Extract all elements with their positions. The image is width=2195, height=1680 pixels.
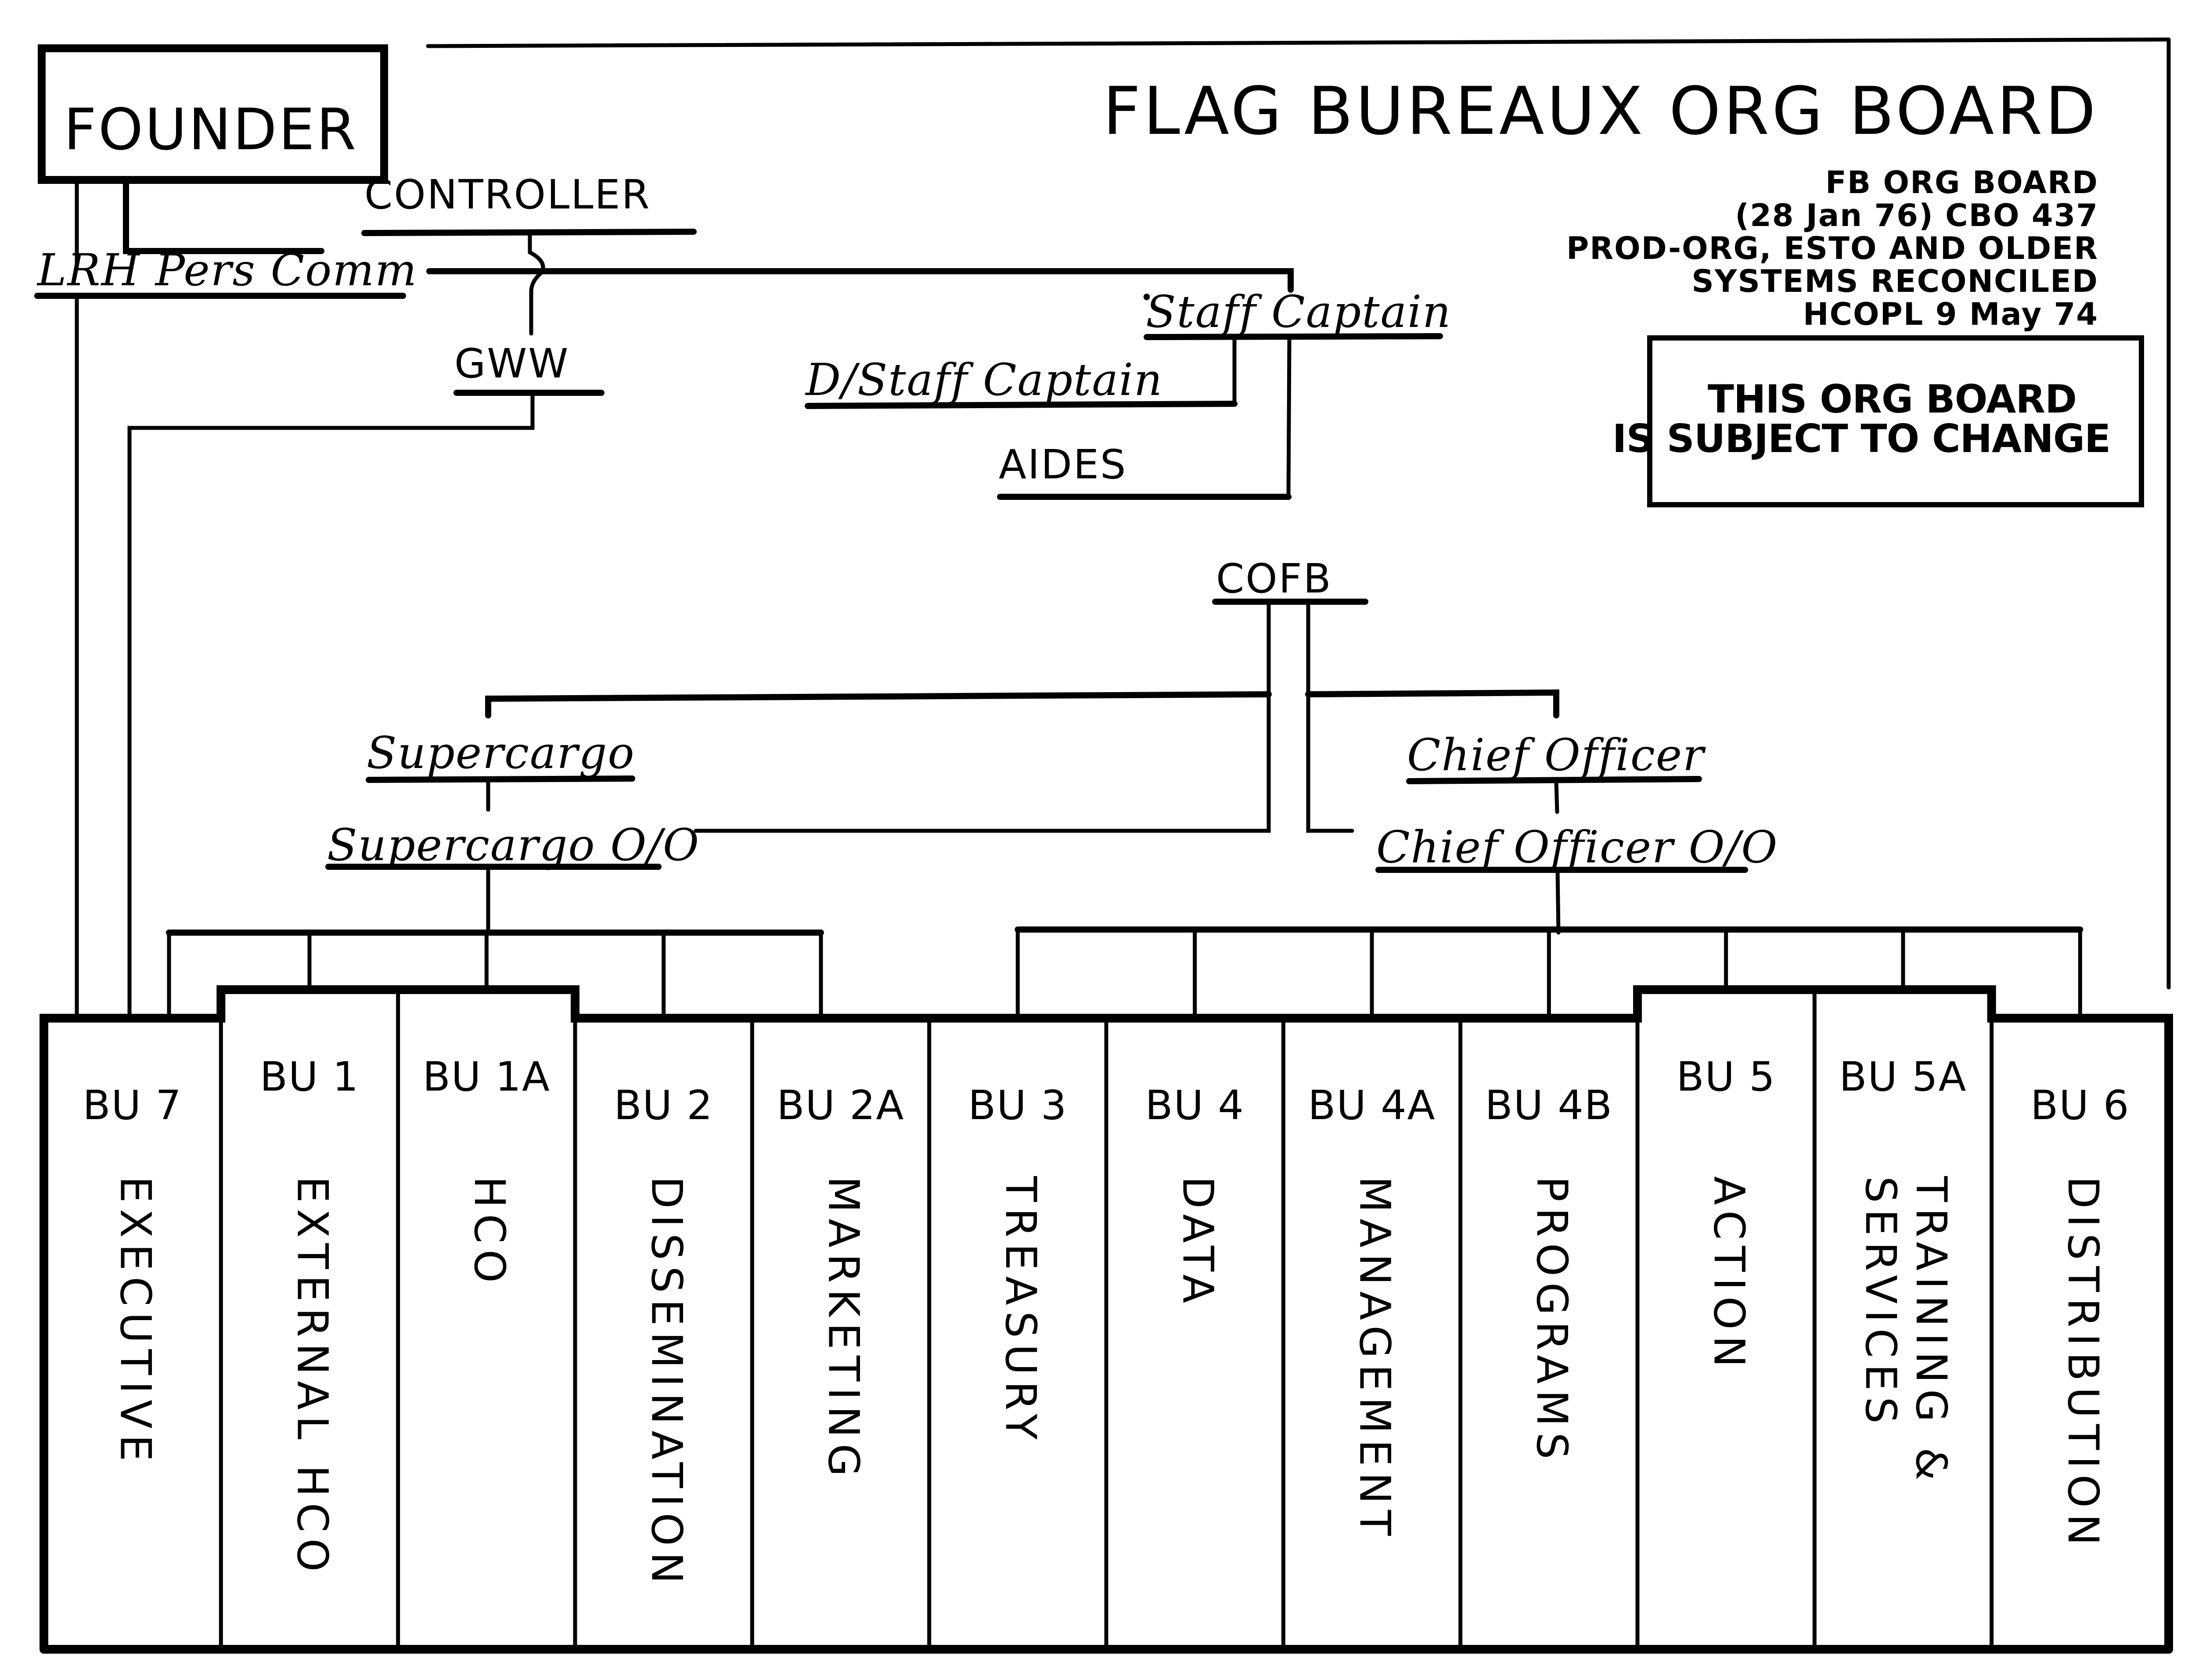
subtitle-line-1: FB ORG BOARD (1825, 165, 2098, 201)
gww-label: GWW (454, 340, 569, 387)
staff-captain-label: Staff Captain (1146, 286, 1451, 337)
bureau-name: SERVICES (1856, 1176, 1905, 1430)
division-bus-bars (166, 926, 2083, 1020)
bureau-code: BU 3 (968, 1082, 1067, 1129)
bureau-column[interactable]: BU 4A MANAGEMENT (1281, 1016, 1436, 1651)
notice-line-1: THIS ORG BOARD (1708, 377, 2076, 422)
bureau-code: BU 1A (423, 1053, 551, 1100)
bureau-code: BU 4A (1308, 1082, 1436, 1129)
supercargo-oo-label: Supercargo O/O (327, 819, 700, 871)
bureau-column[interactable]: BU 1A HCO (396, 987, 551, 1651)
supercargo-label: Supercargo (367, 727, 635, 779)
chief-officer-oo-label: Chief Officer O/O (1376, 822, 1778, 873)
outer-frame (426, 37, 2171, 990)
bureau-name: DATA (1173, 1176, 1222, 1309)
supercargo-underline (366, 775, 635, 783)
bureau-column[interactable]: BU 2 DISSEMINATION (573, 987, 713, 1651)
bureau-name: EXECUTIVE (111, 1176, 160, 1468)
bureau-code: BU 5A (1839, 1053, 1967, 1100)
chief-officer-underline (1406, 776, 1702, 784)
cofb-to-chief-officer-oo-line (1306, 600, 1354, 833)
d-staff-captain-underline (805, 401, 1238, 409)
founder-to-controller-line (123, 178, 324, 254)
founder-post[interactable]: FOUNDER (38, 44, 388, 184)
bureau-column[interactable]: BU 2A MARKETING (750, 1016, 904, 1651)
notice-frame (1647, 335, 2144, 507)
bureau-column[interactable]: BU 3 TREASURY (927, 1016, 1068, 1651)
bureau-column[interactable]: BU 5 ACTION (1635, 987, 1776, 1651)
controller-gww-connector (528, 231, 545, 336)
aides-post[interactable]: AIDES (997, 441, 1292, 500)
subtitle-line-3: PROD-ORG, ESTO AND OLDER (1566, 230, 2098, 266)
bureau-name: MANAGEMENT (1350, 1176, 1400, 1542)
frame-top-edge (426, 37, 2171, 48)
bureau-name: DISSEMINATION (642, 1176, 691, 1590)
cofb-connectors (485, 600, 1559, 833)
lrh-pers-comm-label: LRH Pers Comm (36, 244, 417, 296)
bureau-name: HCO (465, 1176, 514, 1289)
gww-post[interactable]: GWW (127, 340, 605, 1020)
bureau-code: BU 2 (614, 1082, 713, 1129)
lrh-pers-comm-post[interactable]: LRH Pers Comm (34, 244, 417, 1020)
supercargo-oo-post[interactable]: Supercargo O/O (325, 819, 700, 935)
bureau-code: BU 4 (1145, 1082, 1245, 1129)
d-staff-captain-label: D/Staff Captain (805, 354, 1163, 406)
chief-officer-post[interactable]: Chief Officer (1406, 729, 1706, 814)
title-block: FLAG BUREAUX ORG BOARD FB ORG BOARD (28 … (1103, 73, 2098, 332)
cofb-to-supercargo-line (485, 691, 1272, 718)
bureau-name: PROGRAMS (1527, 1176, 1576, 1465)
cofb-to-supercargo-oo-line (694, 600, 1271, 833)
chief-officer-to-oo-line (1554, 779, 1559, 814)
cofb-post[interactable]: COFB (1212, 555, 1368, 605)
founder-connectors (75, 178, 324, 268)
bureau-code: BU 7 (83, 1082, 182, 1129)
bureau-column[interactable]: BU 1 EXTERNAL HCO (219, 987, 359, 1651)
chief-officer-oo-post[interactable]: Chief Officer O/O (1375, 822, 1778, 935)
bureau-name: ACTION (1704, 1176, 1753, 1373)
notice-box: THIS ORG BOARD IS SUBJECT TO CHANGE (1612, 335, 2144, 507)
board-title: FLAG BUREAUX ORG BOARD (1103, 73, 2098, 150)
bureau-name: TREASURY (996, 1176, 1045, 1446)
staff-captain-to-cofb-line (1286, 336, 1292, 496)
aides-label: AIDES (999, 441, 1127, 488)
pers-comm-to-staff-captain-line (426, 268, 1294, 293)
bureau-name: TRAINING & (1907, 1176, 1956, 1486)
cofb-to-chief-officer-line (1305, 689, 1559, 718)
notice-line-2: IS SUBJECT TO CHANGE (1612, 416, 2111, 461)
controller-label: CONTROLLER (364, 171, 651, 218)
bureau-column[interactable]: BU 4B PROGRAMS (1458, 1016, 1613, 1651)
bureau-column[interactable]: BU 7 EXECUTIVE (83, 1082, 182, 1468)
founder-label: FOUNDER (64, 96, 358, 163)
subtitle-line-2: (28 Jan 76) CBO 437 (1735, 197, 2098, 233)
cofb-label: COFB (1216, 555, 1332, 602)
staff-captain-underline (1144, 333, 1443, 340)
subtitle-line-5: HCOPL 9 May 74 (1803, 296, 2098, 332)
staff-captain-post[interactable]: Staff Captain (1144, 286, 1451, 496)
subtitle-line-4: SYSTEMS RECONCILED (1691, 263, 2098, 299)
founder-box (38, 44, 388, 184)
bureau-code: BU 4B (1485, 1082, 1613, 1129)
bureau-code: BU 2A (777, 1082, 904, 1129)
chief-officer-label: Chief Officer (1407, 729, 1706, 781)
controller-post[interactable]: CONTROLLER (361, 171, 697, 236)
supercargo-post[interactable]: Supercargo (366, 727, 635, 812)
bureau-name: EXTERNAL HCO (288, 1176, 337, 1578)
d-staff-captain-post[interactable]: D/Staff Captain (805, 336, 1238, 409)
bureau-column[interactable]: BU 5A TRAINING &SERVICES (1812, 987, 1967, 1651)
gww-to-bu7-line (127, 391, 535, 1020)
bureau-name: DISTRIBUTION (2058, 1176, 2108, 1551)
bureau-code: BU 1 (260, 1053, 359, 1100)
bureau-code: BU 6 (2030, 1082, 2130, 1129)
bureau-column[interactable]: BU 6 DISTRIBUTION (1990, 987, 2130, 1651)
bureau-column[interactable]: BU 4 DATA (1104, 1016, 1245, 1651)
controller-to-gww-line (528, 231, 545, 336)
bureau-name: MARKETING (819, 1176, 868, 1483)
bureau-code: BU 5 (1677, 1053, 1776, 1100)
